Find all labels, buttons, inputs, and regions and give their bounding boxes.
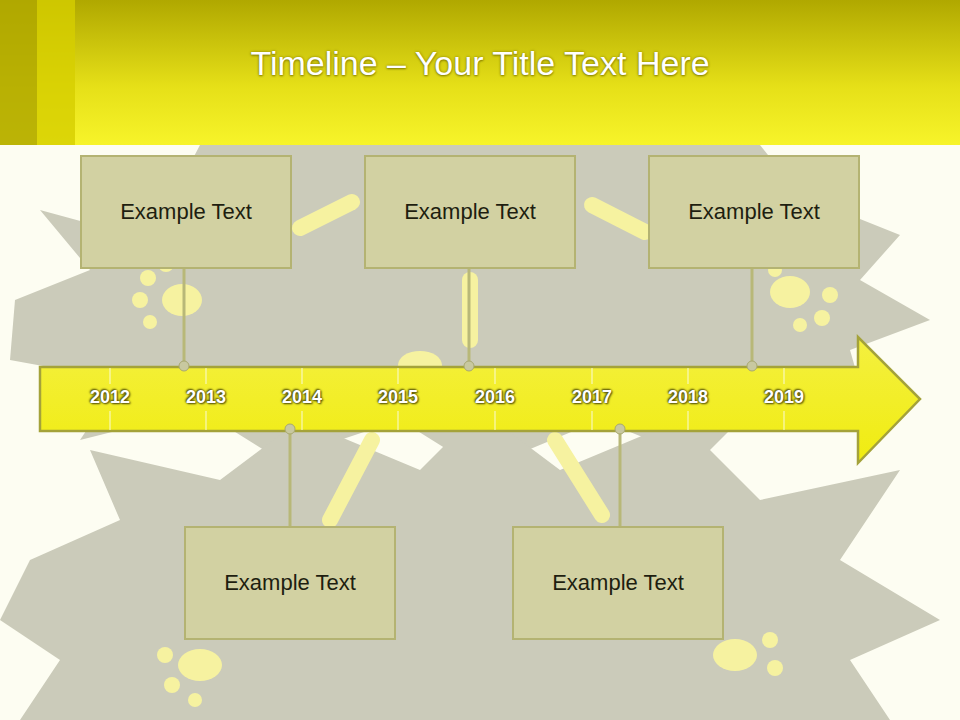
year-label: 2013 xyxy=(171,386,241,408)
event-text: Example Text xyxy=(542,570,694,596)
year-label: 2019 xyxy=(749,386,819,408)
event-text: Example Text xyxy=(214,570,366,596)
header-bar xyxy=(0,0,960,145)
event-text: Example Text xyxy=(678,199,830,225)
event-box: Example Text xyxy=(648,155,860,269)
header-strip xyxy=(37,0,75,145)
event-box: Example Text xyxy=(184,526,396,640)
year-label: 2014 xyxy=(267,386,337,408)
event-box: Example Text xyxy=(512,526,724,640)
event-text: Example Text xyxy=(394,199,546,225)
year-label: 2017 xyxy=(557,386,627,408)
year-label: 2016 xyxy=(460,386,530,408)
starburst-illustration xyxy=(0,145,940,720)
leader-dots xyxy=(179,361,757,434)
slide-title: Timeline – Your Title Text Here xyxy=(0,44,960,83)
leader-lines xyxy=(184,269,752,526)
year-label: 2012 xyxy=(75,386,145,408)
event-box: Example Text xyxy=(364,155,576,269)
year-ticks xyxy=(110,368,784,430)
event-box: Example Text xyxy=(80,155,292,269)
year-label: 2015 xyxy=(363,386,433,408)
event-text: Example Text xyxy=(110,199,262,225)
timeline-arrow xyxy=(40,337,920,463)
year-label: 2018 xyxy=(653,386,723,408)
header-strip xyxy=(0,0,37,145)
